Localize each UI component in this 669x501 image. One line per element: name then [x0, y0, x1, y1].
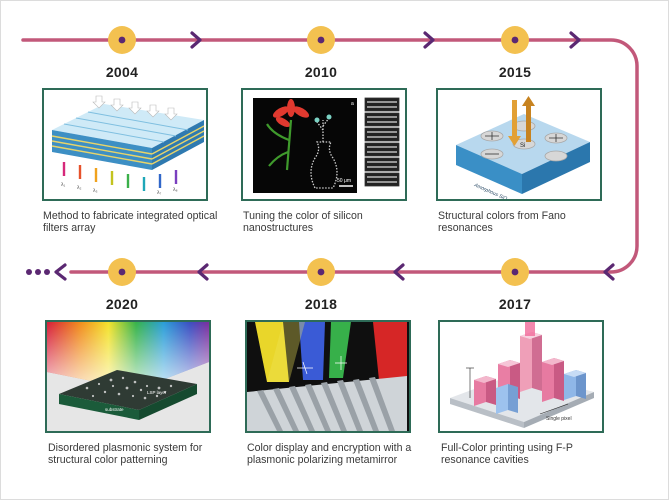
direction-arrow-icon: [197, 263, 209, 281]
image-label: Single pixel: [546, 416, 572, 422]
continuation-dots-icon: [26, 269, 50, 275]
image-label: Light: [156, 100, 169, 106]
image-label: Si: [520, 143, 525, 149]
year-label: 2018: [304, 296, 338, 312]
svg-text:λ₁: λ₁: [61, 182, 66, 188]
entry-caption: Structural colors from Fano resonances: [438, 210, 566, 234]
timeline-node-icon: [108, 26, 136, 54]
year-label: 2010: [304, 64, 338, 80]
fp-cavity-pixel-illustration: Single pixel: [438, 320, 604, 433]
svg-text:a: a: [351, 101, 354, 107]
optical-filter-array-illustration: Light λ₁ λ₂ λ₃ λ₇ λ₈: [42, 88, 208, 201]
year-label: 2015: [498, 64, 532, 80]
timeline-node-icon: [307, 258, 335, 286]
entry-caption: Disordered plasmonic system for structur…: [48, 442, 203, 466]
timeline-node-icon: [501, 26, 529, 54]
image-label: LSP layer: [147, 390, 167, 395]
disordered-plasmonic-system-illustration: LSP layer substrate: [45, 320, 211, 433]
timeline-node-icon: [307, 26, 335, 54]
direction-arrow-icon: [423, 31, 435, 49]
timeline-node-icon: [501, 258, 529, 286]
silicon-nanostructure-flower-illustration: 50 μm a: [241, 88, 407, 201]
direction-arrow-icon: [393, 263, 405, 281]
direction-arrow-icon: [569, 31, 581, 49]
timeline-node-icon: [108, 258, 136, 286]
svg-text:λ₈: λ₈: [173, 187, 178, 193]
year-label: 2020: [105, 296, 139, 312]
scale-bar-label: 50 μm: [337, 178, 351, 184]
entry-caption: Tuning the color of silicon nanostructur…: [243, 210, 363, 234]
end-arrow-icon: [54, 263, 67, 281]
year-label: 2004: [105, 64, 139, 80]
direction-arrow-icon: [603, 263, 615, 281]
fano-resonance-metasurface-illustration: Si Amorphous SiO₂: [436, 88, 602, 201]
image-label: substrate: [105, 407, 124, 412]
year-label: 2017: [498, 296, 532, 312]
entry-caption: Method to fabricate integrated optical f…: [43, 210, 218, 234]
svg-text:λ₃: λ₃: [93, 188, 98, 194]
direction-arrow-icon: [190, 31, 202, 49]
plasmonic-metamirror-illustration: [245, 320, 411, 433]
svg-text:λ₂: λ₂: [77, 185, 82, 191]
entry-caption: Color display and encryption with a plas…: [247, 442, 412, 466]
entry-caption: Full-Color printing using F-P resonance …: [441, 442, 573, 466]
svg-text:λ₇: λ₇: [157, 190, 162, 196]
